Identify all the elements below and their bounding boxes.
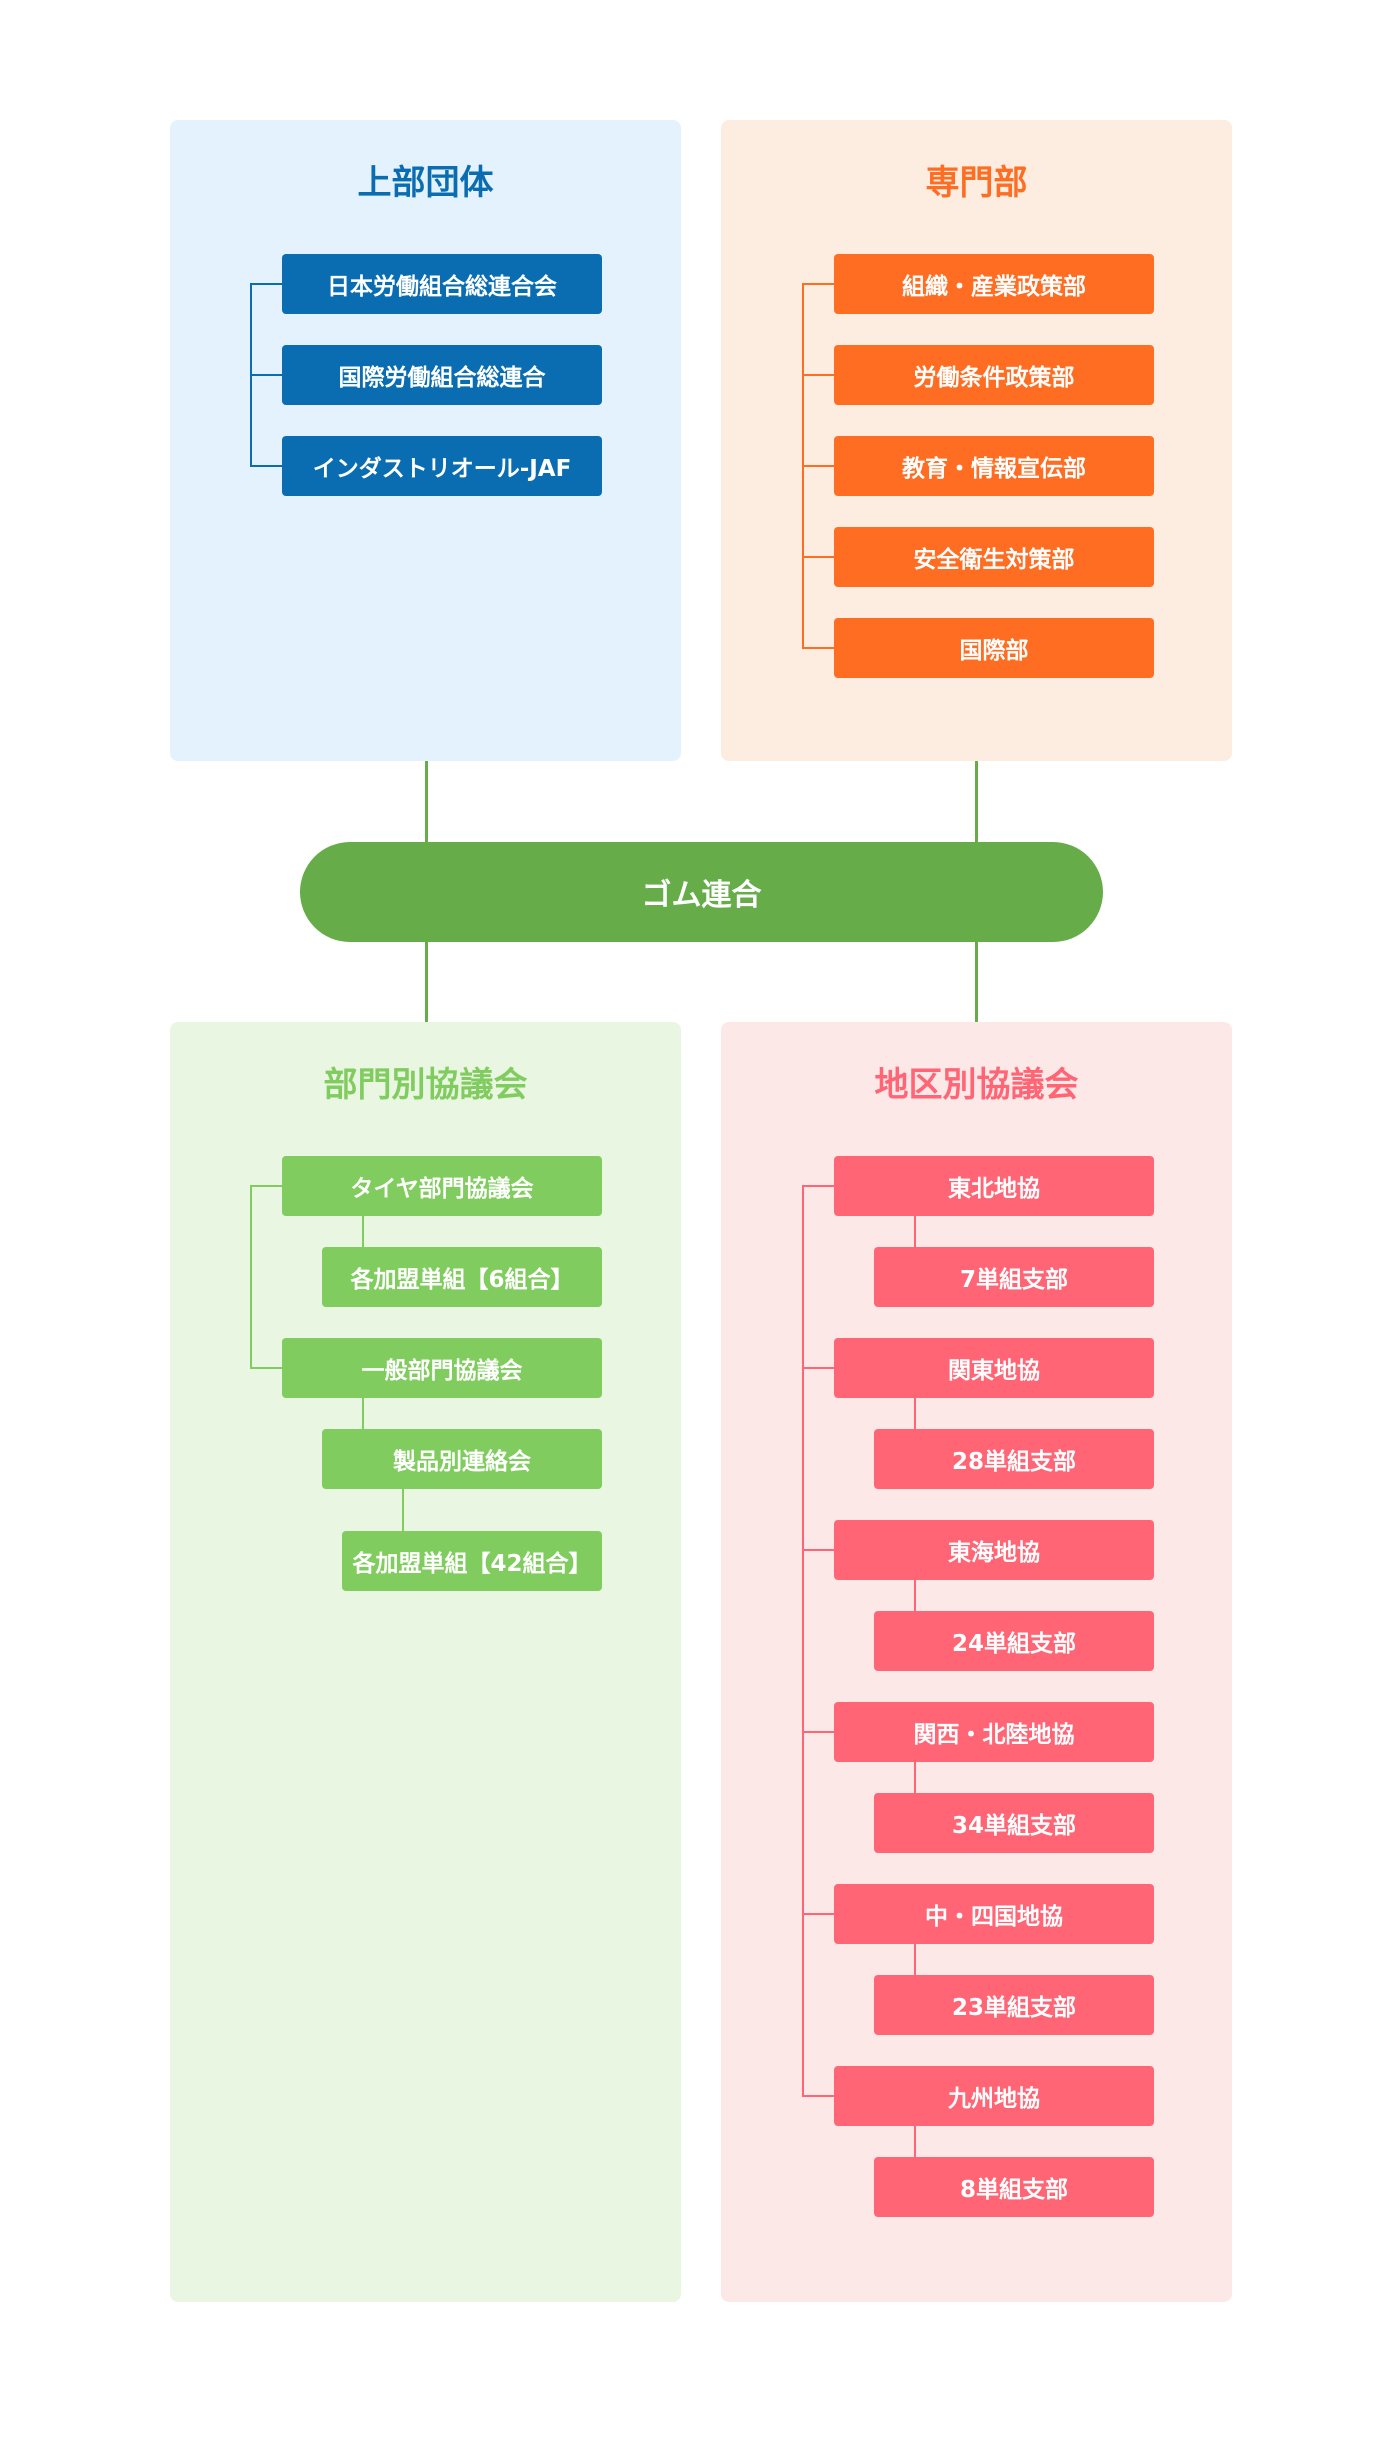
division-tree-line [250, 1186, 252, 1368]
region-item-chugoku-shikoku: 中・四国地協 [834, 1884, 1154, 1944]
specialist-branch [802, 465, 834, 467]
region-item-tohoku: 東北地協 [834, 1156, 1154, 1216]
connector-upper-to-hub [425, 761, 428, 842]
connector-hub-to-division [425, 942, 428, 1022]
specialist-item-safety-health: 安全衛生対策部 [834, 527, 1154, 587]
region-item-tokai: 東海地協 [834, 1520, 1154, 1580]
region-child-connector [914, 1762, 916, 1793]
upper-organizations-title: 上部団体 [357, 163, 494, 203]
division-branch [250, 1367, 282, 1369]
specialist-branch [802, 374, 834, 376]
division-councils-title: 部門別協議会 [323, 1065, 528, 1105]
division-branch [250, 1185, 282, 1187]
region-branch-unions-kyushu: 8単組支部 [874, 2157, 1154, 2217]
region-child-connector [914, 1580, 916, 1611]
region-branch-unions-tokai: 24単組支部 [874, 1611, 1154, 1671]
division-councils-panel: 部門別協議会 [170, 1022, 681, 2302]
region-item-kanto: 関東地協 [834, 1338, 1154, 1398]
specialist-item-international: 国際部 [834, 618, 1154, 678]
division-member-unions-42: 各加盟単組【42組合】 [342, 1531, 602, 1591]
upper-item-industriall-jaf: インダストリオール-JAF [282, 436, 602, 496]
region-branch-unions-kanto: 28単組支部 [874, 1429, 1154, 1489]
upper-branch [250, 374, 282, 376]
division-child-connector [402, 1489, 404, 1531]
region-branch [802, 1913, 834, 1915]
division-product-liaison: 製品別連絡会 [322, 1429, 602, 1489]
specialist-departments-title: 専門部 [925, 163, 1028, 203]
division-item-general: 一般部門協議会 [282, 1338, 602, 1398]
division-child-connector [362, 1216, 364, 1247]
region-branch [802, 1549, 834, 1551]
region-branch [802, 1367, 834, 1369]
connector-hub-to-region [975, 942, 978, 1022]
division-item-tire: タイヤ部門協議会 [282, 1156, 602, 1216]
region-item-kyushu: 九州地協 [834, 2066, 1154, 2126]
region-branch [802, 1185, 834, 1187]
specialist-branch [802, 556, 834, 558]
region-branch-unions-kansai-hokuriku: 34単組支部 [874, 1793, 1154, 1853]
upper-branch [250, 283, 282, 285]
region-branch [802, 1731, 834, 1733]
division-child-connector [362, 1398, 364, 1429]
connector-specialist-to-hub [975, 761, 978, 842]
upper-branch [250, 465, 282, 467]
region-branch [802, 2095, 834, 2097]
regional-councils-title: 地区別協議会 [874, 1065, 1079, 1105]
specialist-item-labor-conditions: 労働条件政策部 [834, 345, 1154, 405]
region-branch-unions-tohoku: 7単組支部 [874, 1247, 1154, 1307]
region-item-kansai-hokuriku: 関西・北陸地協 [834, 1702, 1154, 1762]
region-child-connector [914, 2126, 916, 2157]
region-child-connector [914, 1216, 916, 1247]
specialist-item-education-publicity: 教育・情報宣伝部 [834, 436, 1154, 496]
specialist-branch [802, 647, 834, 649]
specialist-branch [802, 283, 834, 285]
region-child-connector [914, 1944, 916, 1975]
upper-item-ituc: 国際労働組合総連合 [282, 345, 602, 405]
region-branch-unions-chugoku-shikoku: 23単組支部 [874, 1975, 1154, 2035]
specialist-item-organization-industry: 組織・産業政策部 [834, 254, 1154, 314]
region-child-connector [914, 1398, 916, 1429]
upper-item-rengo: 日本労働組合総連合会 [282, 254, 602, 314]
region-tree-line [802, 1186, 804, 2096]
gomu-rengo-hub: ゴム連合 [300, 842, 1103, 942]
division-member-unions-6: 各加盟単組【6組合】 [322, 1247, 602, 1307]
